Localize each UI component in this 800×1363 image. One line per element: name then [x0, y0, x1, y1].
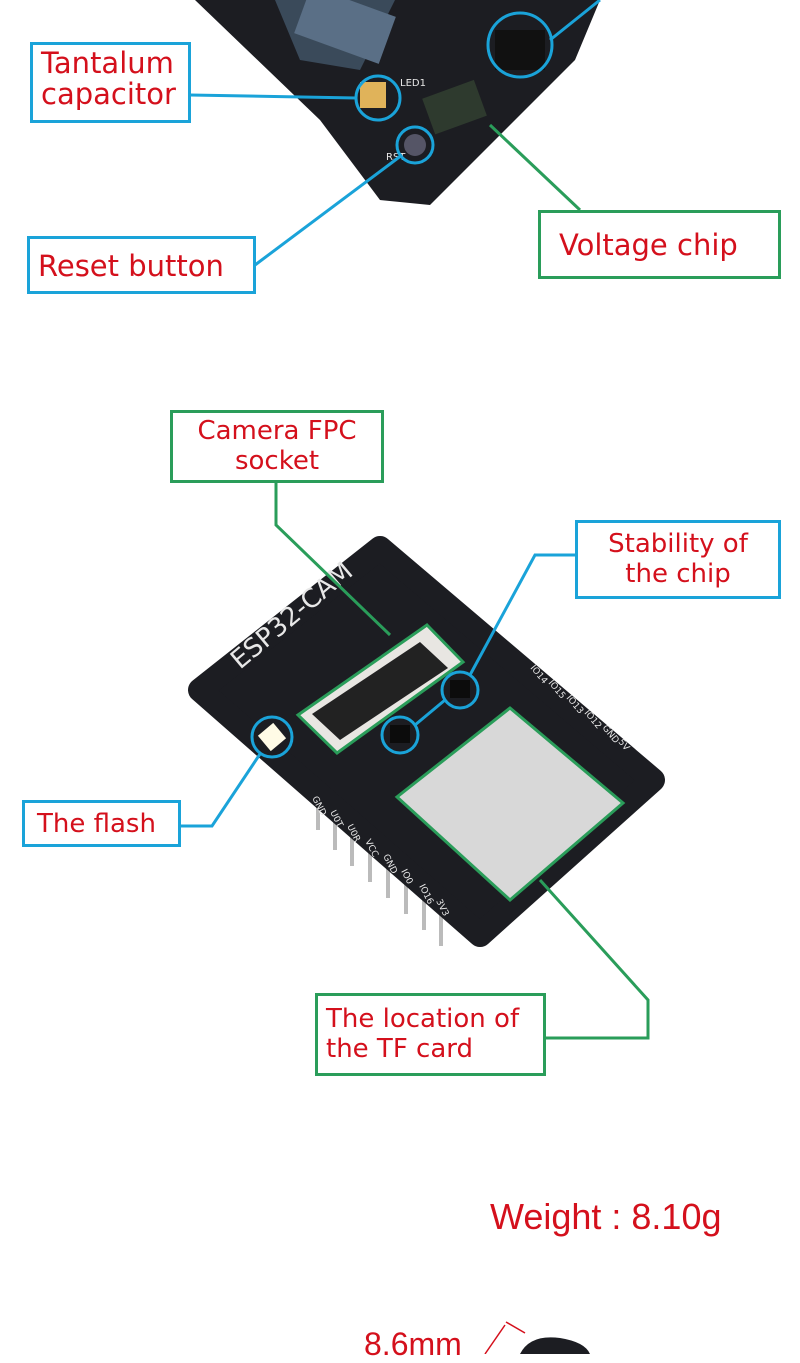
callout-flash: The flash — [22, 800, 181, 847]
fpc-socket-frame — [295, 623, 466, 755]
callout-text: the chip — [625, 559, 731, 589]
callout-tf-card: The location of the TF card — [315, 993, 546, 1076]
board-graphic — [505, 1321, 526, 1334]
board-graphic — [549, 0, 601, 42]
fpc-leader-line — [274, 482, 392, 637]
board-graphic — [484, 1324, 506, 1354]
board-graphic — [380, 715, 420, 755]
reset-highlight-circle — [395, 125, 435, 165]
silkscreen-label: LED1 — [400, 78, 426, 89]
esp32-cam-board: ESP32-CAM GND U0T U0R VCC GND IO0 IO16 3… — [188, 536, 665, 947]
callout-text: Tantalum — [41, 46, 174, 80]
reset-leader-line — [254, 153, 403, 267]
voltage-chip — [422, 79, 487, 135]
voltage-leader-line — [488, 123, 582, 212]
thickness-label: 8.6mm — [364, 1326, 462, 1362]
callout-text: socket — [234, 446, 320, 476]
weight-label: Weight : 8.10g — [490, 1196, 722, 1237]
callout-text: the TF card — [326, 1034, 473, 1064]
callout-reset-button: Reset button — [27, 236, 256, 294]
capacitor-leader-line — [189, 93, 357, 100]
callout-text: Voltage chip — [559, 228, 738, 262]
callout-text: The location of — [326, 1004, 520, 1034]
board-graphic — [312, 642, 448, 740]
flash-highlight-circle — [250, 715, 294, 759]
board-graphic — [414, 698, 446, 727]
callout-text: The flash — [37, 809, 156, 839]
tf-leader-line — [538, 878, 650, 1040]
callout-text: Reset button — [38, 249, 224, 283]
chip-highlight-circle — [486, 11, 554, 79]
board-graphic — [440, 670, 480, 710]
callout-text: Stability of — [608, 529, 748, 559]
callout-camera-fpc-socket: Camera FPC socket — [170, 410, 384, 483]
board-side-view — [520, 1337, 590, 1354]
chip-leader-line — [468, 553, 575, 676]
callout-text: capacitor — [41, 77, 176, 111]
board-graphic — [390, 725, 410, 743]
top-chip — [495, 30, 545, 70]
flash-leader-line — [180, 753, 262, 828]
callout-text: Camera FPC — [197, 416, 357, 446]
silkscreen-label: RST — [386, 152, 406, 163]
callout-voltage-chip: Voltage chip — [538, 210, 781, 279]
esp32-cam-board-top: LED1 RST — [195, 0, 600, 205]
tantalum-capacitor — [360, 82, 386, 108]
tf-card-frame — [394, 706, 626, 903]
callout-tantalum-capacitor: Tantalum capacitor — [30, 42, 191, 123]
reset-button-part — [404, 134, 426, 156]
board-graphic — [450, 680, 470, 698]
callout-stability-chip: Stability of the chip — [575, 520, 781, 599]
board-graphic — [294, 0, 396, 64]
flash-led — [257, 722, 287, 752]
